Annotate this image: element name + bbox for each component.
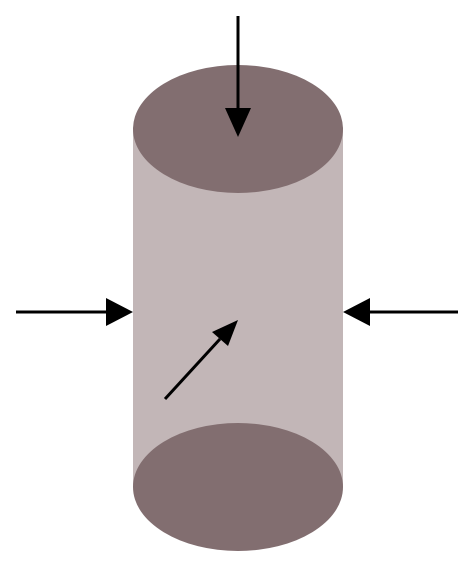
top-arrow bbox=[225, 16, 251, 137]
left-arrow bbox=[16, 298, 133, 326]
top-arrow-head bbox=[225, 108, 251, 137]
right-arrow bbox=[343, 298, 458, 326]
front-arrow bbox=[163, 320, 238, 401]
force-arrows bbox=[16, 16, 458, 401]
cylinder-bottom-cap bbox=[133, 423, 343, 551]
cylinder bbox=[133, 65, 343, 551]
left-arrow-head bbox=[106, 298, 133, 326]
right-arrow-head bbox=[343, 298, 370, 326]
front-arrow-head bbox=[212, 320, 238, 346]
front-arrow-shaft bbox=[163, 337, 222, 401]
